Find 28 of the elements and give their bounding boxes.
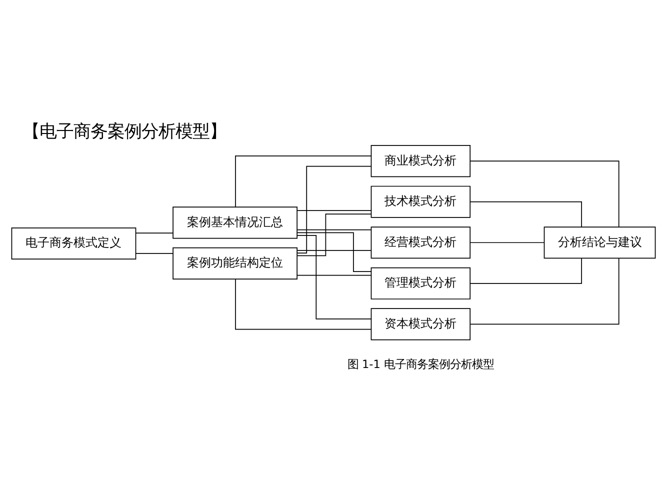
node-box: 商业模式分析 xyxy=(370,145,471,178)
node-box: 管理模式分析 xyxy=(370,267,471,300)
node-box: 案例功能结构定位 xyxy=(172,247,298,280)
connector xyxy=(135,232,174,234)
connector xyxy=(135,253,174,254)
caption: 图 1-1 电子商务案例分析模型 xyxy=(347,358,494,371)
connector xyxy=(470,160,620,228)
diagram-title: 【电子商务案例分析模型】 xyxy=(22,122,226,142)
connector xyxy=(296,274,372,276)
node-box: 案例基本情况汇总 xyxy=(172,206,298,239)
connector xyxy=(296,232,372,272)
connector xyxy=(235,278,372,330)
node-box: 技术模式分析 xyxy=(370,186,471,218)
connector xyxy=(296,210,372,211)
connector xyxy=(296,166,372,254)
node-box: 分析结论与建议 xyxy=(544,226,656,259)
connector xyxy=(235,155,372,208)
connector xyxy=(296,214,372,256)
connector xyxy=(296,235,372,320)
node-box: 电子商务模式定义 xyxy=(11,227,136,260)
connector xyxy=(470,201,582,228)
connector xyxy=(296,229,372,230)
connector xyxy=(296,250,372,251)
connector xyxy=(470,258,620,325)
node-box: 经营模式分析 xyxy=(370,226,471,259)
connector xyxy=(470,258,582,284)
connector xyxy=(470,242,544,244)
node-box: 资本模式分析 xyxy=(370,308,471,340)
